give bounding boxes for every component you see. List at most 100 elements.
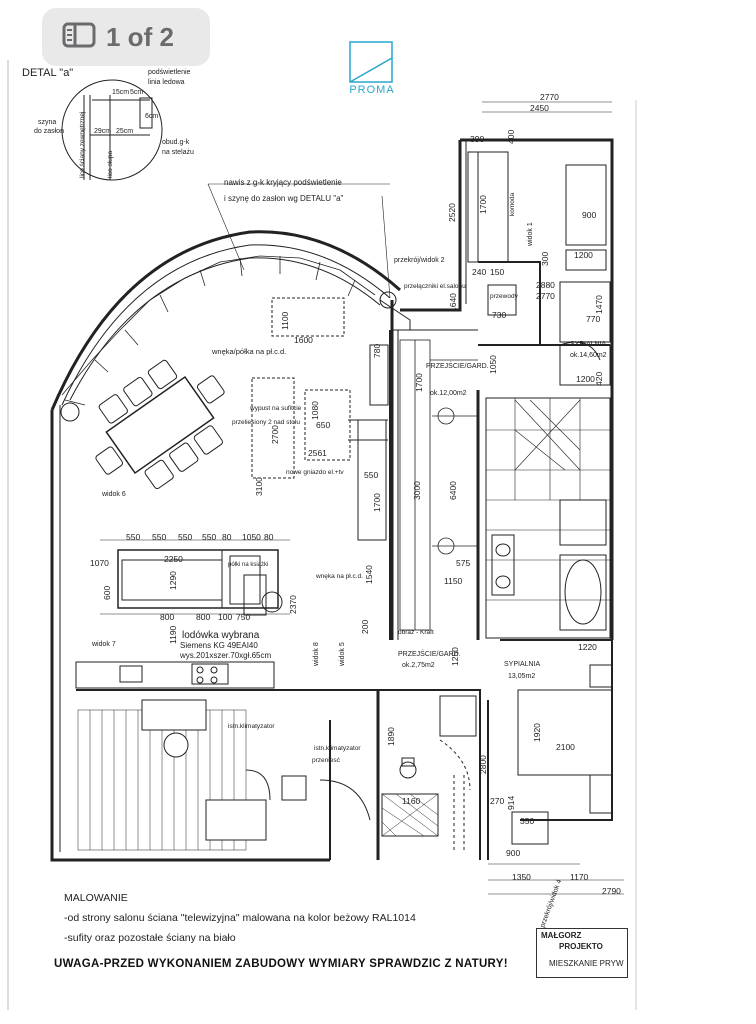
annotation-1: i szynę do zasłon wg DETALU "a": [224, 194, 344, 203]
sidebar-toggle-icon[interactable]: [62, 22, 96, 52]
detail-label-11: lico ściany zewnętrznej: [79, 112, 86, 178]
annotation-18: przekrój/widok 2: [394, 257, 445, 264]
dimension-33: 550: [126, 532, 140, 542]
annotation-10: Siemens KG 49EAI40: [180, 641, 258, 650]
annotation-20: przewody: [490, 293, 519, 300]
room-3-name: SYPIALNIA: [504, 661, 541, 668]
room-2-name: PRZEJŚCIE/GARD.: [398, 649, 461, 658]
dimension-51: 1150: [444, 576, 463, 586]
dimension-34: 550: [152, 532, 166, 542]
room-0-name: PRZEJŚCIE/GARD.: [426, 361, 489, 370]
dimension-63: 350: [520, 816, 534, 826]
dimension-55: 1220: [578, 642, 597, 652]
room-1-name: SYPIALNIA: [570, 341, 607, 348]
annotation-8: wnęka na pł.c.d.: [315, 573, 363, 580]
annotation-21: widok 1: [527, 222, 534, 247]
annotation-2: wnęka/półka na pł.c.d.: [211, 347, 286, 356]
dimension-13: 240: [472, 267, 486, 277]
detail-label-9: obud.g-k: [162, 139, 190, 146]
annotation-15b: istn.klimatyzator: [314, 745, 361, 752]
dimension-14: 150: [490, 267, 504, 277]
dimension-52: 575: [456, 558, 470, 568]
annotation-5: nowe gniazdo el.+tv: [286, 469, 344, 476]
dimension-54: 1250: [450, 647, 460, 666]
dimension-30: 550: [364, 470, 378, 480]
detail-label-10: na stelażu: [162, 149, 194, 156]
dimension-16: 1640: [448, 293, 458, 312]
dimension-17: 1600: [294, 335, 313, 345]
dimension-25: 1080: [310, 401, 320, 420]
annotation-16: przeniesć: [312, 757, 341, 764]
dimension-57: 2100: [556, 742, 575, 752]
dimension-35: 550: [178, 532, 192, 542]
dimension-15: 730: [492, 310, 506, 320]
dimension-48: 1190: [168, 625, 178, 644]
logo-text: PROMA: [349, 84, 395, 96]
annotation-3: wypust na sufitcie: [249, 405, 302, 412]
dimension-67: 2790: [602, 886, 621, 896]
dimension-40: 2250: [164, 554, 183, 564]
dimension-0: 2770: [540, 92, 559, 102]
dimension-4: 2520: [447, 203, 457, 222]
annotation-4: przeliesiony 2 nad stołu: [232, 419, 300, 426]
annotation-14: widok 5: [339, 642, 346, 667]
room-2-area: ok.2,75m2: [402, 662, 435, 669]
annotation-19: przełączniki el.salonu: [404, 283, 466, 290]
dimension-61: 914: [506, 796, 516, 810]
dimension-64: 900: [506, 848, 520, 858]
notes-line-2: -sufity oraz pozostałe ściany na biało: [64, 932, 236, 944]
room-1-area: ok.14,60m2: [570, 352, 607, 359]
dimension-38: 1050: [242, 532, 261, 542]
dimension-56: 1890: [386, 727, 396, 746]
detail-label-1: linia ledowa: [148, 79, 185, 86]
dimension-53: 200: [360, 620, 370, 634]
dimension-26: 650: [316, 420, 330, 430]
detail-label-12: lico słupa: [107, 151, 114, 178]
dimension-36: 550: [202, 532, 216, 542]
page-counter-label: 1 of 2: [106, 21, 174, 52]
proma-logo: PROMA: [346, 40, 396, 100]
detail-label-4: 6cm: [145, 113, 158, 120]
dimension-3: 400: [506, 130, 516, 144]
annotation-11: wys.201xszer.70xgł.65cm: [179, 651, 271, 660]
dimension-28: 6400: [448, 481, 458, 500]
dimension-46: 100: [218, 612, 232, 622]
detail-label-3: 5cm: [130, 89, 143, 96]
annotation-0: nawis z g-k kryjący podświetlenie: [224, 178, 342, 187]
dimension-7: 1200: [574, 250, 593, 260]
page-counter-pill[interactable]: 1 of 2: [42, 8, 210, 66]
detail-label-5: szyna: [38, 119, 56, 126]
dimension-42: 600: [102, 586, 112, 600]
dimension-2: 390: [470, 134, 484, 144]
detail-label-7: 29cm: [94, 128, 111, 135]
dimension-50: 1540: [364, 565, 374, 584]
dimension-21: 1200: [576, 374, 595, 384]
warning-text: UWAGA-PRZED WYKONANIEM ZABUDOWY WYMIARY …: [54, 958, 508, 970]
annotation-13: widok 8: [313, 642, 320, 667]
dimension-66: 1170: [570, 872, 589, 882]
annotation-6: widok 6: [101, 491, 126, 498]
dimension-24: 2700: [270, 425, 280, 444]
notes-heading: MALOWANIE: [64, 892, 128, 904]
dimension-45: 800: [196, 612, 210, 622]
annotation-22: komoda: [509, 192, 516, 216]
dimension-27: 2561: [308, 448, 327, 458]
title-block: MAŁGORZ PROJEKTO MIESZKANIE PRYW: [536, 928, 628, 978]
titleblock-line-1: MAŁGORZ: [541, 931, 582, 940]
dimension-23: 1700: [414, 373, 424, 392]
dimension-49: 2370: [288, 595, 298, 614]
painting-notes: MALOWANIE -od strony salonu ściana "tele…: [64, 888, 584, 948]
dimension-10: 2770: [536, 291, 555, 301]
dimension-20: 1050: [488, 355, 498, 374]
annotation-9: lodówka wybrana: [182, 630, 260, 641]
dimension-11: 1470: [594, 295, 604, 314]
dimension-59: 2800: [478, 755, 488, 774]
dimension-47: 750: [236, 612, 250, 622]
detail-label-2: 15cm: [112, 89, 129, 96]
dimension-8: 300: [540, 252, 550, 266]
detail-label-6: do zasłon: [34, 128, 64, 135]
dimension-22: 420: [594, 372, 604, 386]
dimension-12: 770: [586, 314, 600, 324]
detail-title: DETAL "a": [22, 67, 73, 79]
annotation-17: obraz - Kraft: [398, 629, 434, 636]
